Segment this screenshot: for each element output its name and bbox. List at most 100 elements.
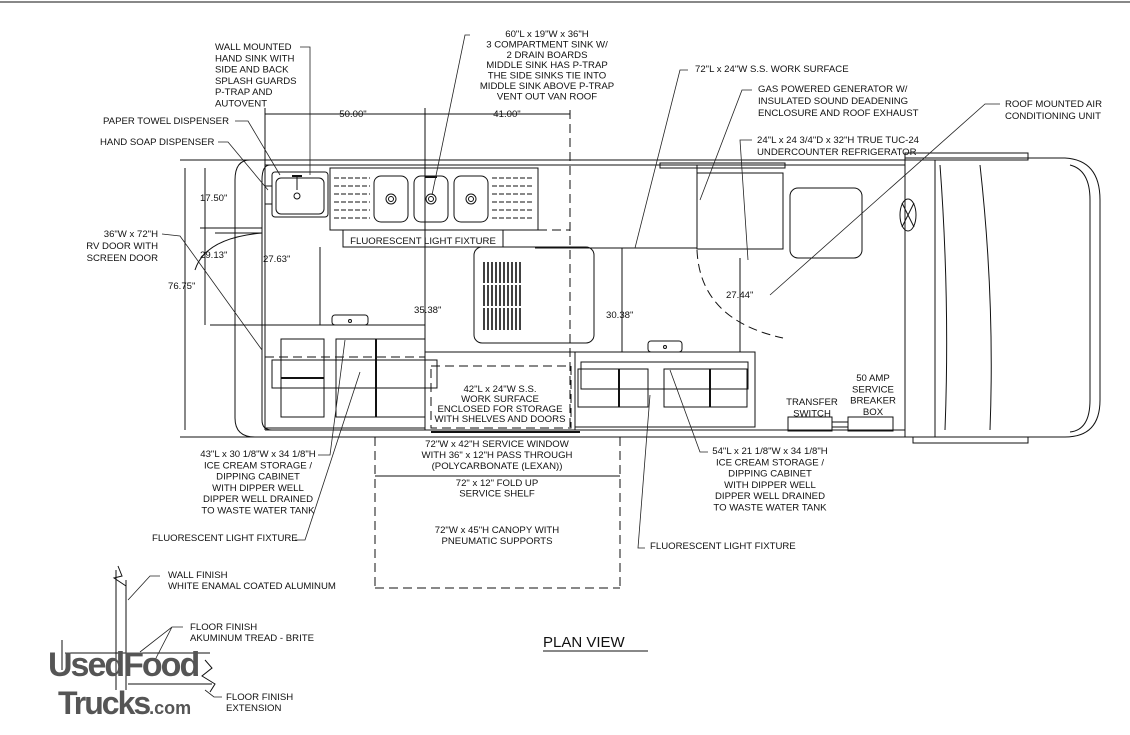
label-generator: GAS POWERED GENERATOR W/INSULATED SOUND … <box>758 84 919 119</box>
label-line: AUTOVENT <box>215 99 267 110</box>
logo-line1: UsedFood <box>48 646 198 684</box>
label-line: GAS POWERED GENERATOR W/ <box>758 84 908 95</box>
label-line: PNEUMATIC SUPPORTS <box>441 536 552 547</box>
service-window <box>374 437 621 589</box>
label-line: 36"W x 72"H <box>104 229 158 240</box>
label-line: 72"W x 45"H CANOPY WITH <box>435 525 560 536</box>
label-line: 72"W x 42"H SERVICE WINDOW <box>425 439 570 450</box>
label-line: WALL MOUNTED <box>215 42 292 53</box>
label-line: 3 COMPARTMENT SINK W/ <box>486 39 608 50</box>
dim-30-38: 30.38" <box>606 310 633 321</box>
label-line: SIDE AND BACK <box>215 65 289 76</box>
label-line: WITH DIPPER WELL <box>724 480 816 491</box>
label-line: TO WASTE WATER TANK <box>201 506 315 517</box>
label-line: DIPPING CABINET <box>728 469 812 480</box>
dim-41: 41.00" <box>493 109 520 120</box>
label-line: WALL FINISH <box>168 570 228 581</box>
label-light-fixture-right: FLUORESCENT LIGHT FIXTURE <box>650 541 796 552</box>
label-line: 54"L x 21 1/8"W x 34 1/8"H <box>712 446 828 457</box>
label-line: TRANSFER <box>786 397 838 408</box>
label-line: SERVICE <box>852 384 894 395</box>
hand-sink <box>264 171 329 218</box>
logo-line2: Trucks.com <box>58 685 191 721</box>
label-line: BREAKER <box>850 396 896 407</box>
label-line: WORK SURFACE <box>461 394 539 405</box>
condenser <box>789 187 863 259</box>
label-line: EXTENSION <box>226 703 282 714</box>
label-paper-towel-dispenser: PAPER TOWEL DISPENSER <box>103 116 229 127</box>
light-fixture-top <box>342 229 504 248</box>
breaker-box <box>847 416 894 432</box>
drawing-title: PLAN VIEW <box>543 634 626 651</box>
label-line: 42"L x 24"W S.S. <box>463 384 536 395</box>
label-line: SWITCH <box>793 409 831 420</box>
logo-trucks: Trucks <box>58 685 150 721</box>
label-work-surface-72: 72"L x 24"W S.S. WORK SURFACE <box>695 64 849 75</box>
label-line: 24"L x 24 3/4"D x 32"H TRUE TUC-24 <box>757 135 920 146</box>
label-line: SERVICE SHELF <box>459 489 535 500</box>
label-light-fixture-top: FLUORESCENT LIGHT FIXTURE <box>350 236 496 247</box>
label-line: ICE CREAM STORAGE / <box>716 457 824 468</box>
truck-body <box>180 152 1101 444</box>
fan-icon <box>899 198 917 232</box>
label-hand-soap-dispenser: HAND SOAP DISPENSER <box>100 137 215 148</box>
ice-cream-cabinet-right <box>574 340 756 428</box>
label-line: P-TRAP AND <box>215 87 272 98</box>
label-line: MIDDLE SINK HAS P-TRAP <box>486 60 608 71</box>
label-line: INSULATED SOUND DEADENING <box>758 96 908 107</box>
label-line: ENCLOSED FOR STORAGE <box>437 404 562 415</box>
label-line: THE SIDE SINKS TIE INTO <box>488 71 607 82</box>
transfer-switch <box>787 416 833 432</box>
dim-17-50: 17.50" <box>200 193 227 204</box>
label-line: VENT OUT VAN ROOF <box>497 91 597 102</box>
dim-50: 50.00" <box>339 109 366 120</box>
label-line: UNDERCOUNTER REFRIGERATOR <box>757 147 917 158</box>
dimension-labels: 50.00" 41.00" 17.50" 29.13" 76.75" 27.63… <box>168 109 753 321</box>
dim-29-13: 29.13" <box>200 250 227 261</box>
label-line: MIDDLE SINK ABOVE P-TRAP <box>480 81 614 92</box>
label-line: FLOOR FINISH <box>226 692 293 703</box>
label-line: 50 AMP <box>856 373 890 384</box>
usedfoodtrucks-logo: UsedFood Trucks.com <box>48 646 200 721</box>
soap-dispenser <box>264 185 273 205</box>
label-line: RV DOOR WITH <box>86 241 158 252</box>
label-line: WHITE ENAMAL COATED ALUMINUM <box>168 581 336 592</box>
ice-cream-cabinet-left <box>264 314 438 429</box>
generator-and-refrigerator <box>535 162 863 339</box>
label-line: WITH SHELVES AND DOORS <box>435 414 566 425</box>
label-line: ENCLOSURE AND ROOF EXHAUST <box>758 108 919 119</box>
leader-lines <box>161 34 1000 549</box>
dim-27-63: 27.63" <box>263 254 290 265</box>
label-line: FLOOR FINISH <box>190 622 257 633</box>
label-line: 2 DRAIN BOARDS <box>506 50 587 61</box>
label-line: 43"L x 30 1/8"W x 34 1/8"H <box>200 449 316 460</box>
label-line: DIPPER WELL DRAINED <box>203 494 313 505</box>
three-compartment-sink <box>329 110 571 430</box>
dim-76-75: 76.75" <box>168 281 195 292</box>
label-line: CONDITIONING UNIT <box>1005 111 1101 122</box>
label-line: BOX <box>863 407 884 418</box>
label-light-fixture-left: FLUORESCENT LIGHT FIXTURE <box>152 533 298 544</box>
label-line: HAND SINK WITH <box>215 53 294 64</box>
roof-ac-unit <box>473 246 595 344</box>
wall-floor-detail <box>61 565 222 698</box>
dimension-lines <box>184 108 741 430</box>
label-line: WITH DIPPER WELL <box>212 483 304 494</box>
label-line: (POLYCARBONATE (LEXAN)) <box>432 461 563 472</box>
label-line: 60"L x 19"W x 36"H <box>505 29 589 40</box>
